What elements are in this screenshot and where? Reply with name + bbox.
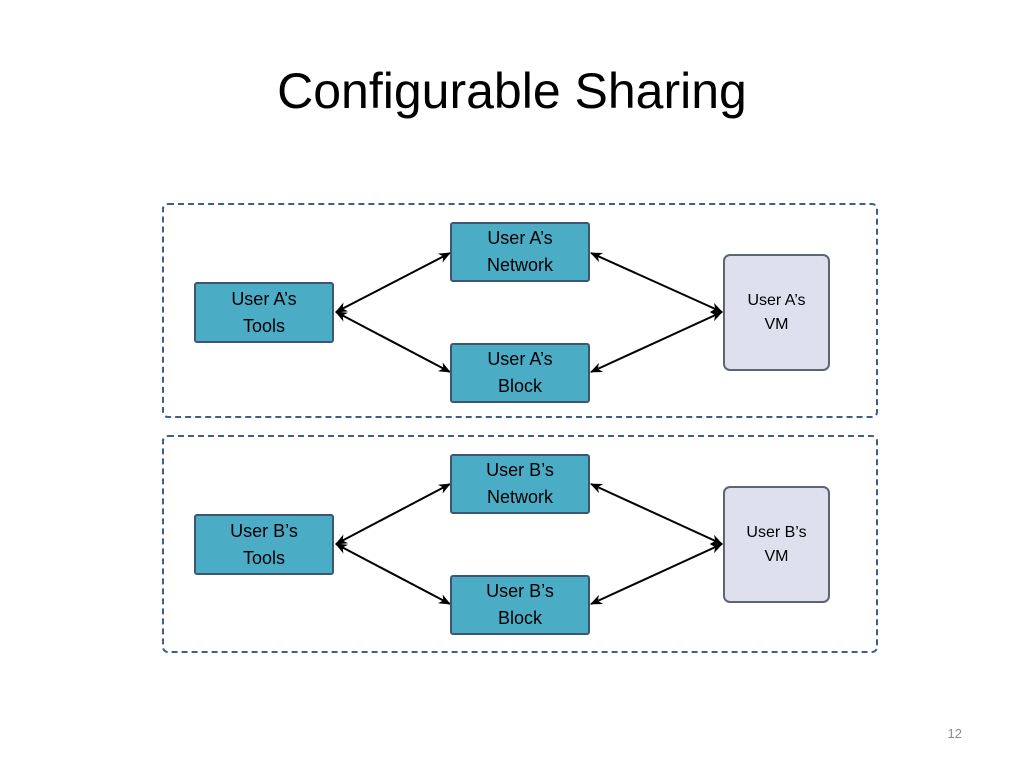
user-b-group-boundary (162, 435, 878, 653)
user-a-tools-box: User A’s Tools (194, 282, 334, 343)
arrow-b-tools-network (335, 483, 451, 545)
arrow-b-tools-block (335, 543, 451, 605)
arrow-a-tools-block (335, 311, 451, 373)
user-a-block-box: User A’s Block (450, 343, 590, 403)
arrow-b-network-vm (590, 483, 723, 545)
arrow-a-tools-network (335, 252, 451, 313)
arrow-a-block-vm (590, 311, 723, 373)
user-b-vm-box: User B’s VM (723, 486, 830, 603)
user-a-network-box: User A’s Network (450, 222, 590, 282)
user-a-group-boundary (162, 203, 878, 418)
page-number: 12 (947, 726, 962, 741)
user-b-block-box: User B’s Block (450, 575, 590, 635)
user-b-network-box: User B’s Network (450, 454, 590, 514)
slide-title: Configurable Sharing (277, 63, 747, 119)
arrow-a-network-vm (590, 252, 723, 313)
arrow-b-block-vm (590, 543, 723, 605)
user-b-tools-box: User B’s Tools (194, 514, 334, 575)
user-a-vm-box: User A’s VM (723, 254, 830, 371)
